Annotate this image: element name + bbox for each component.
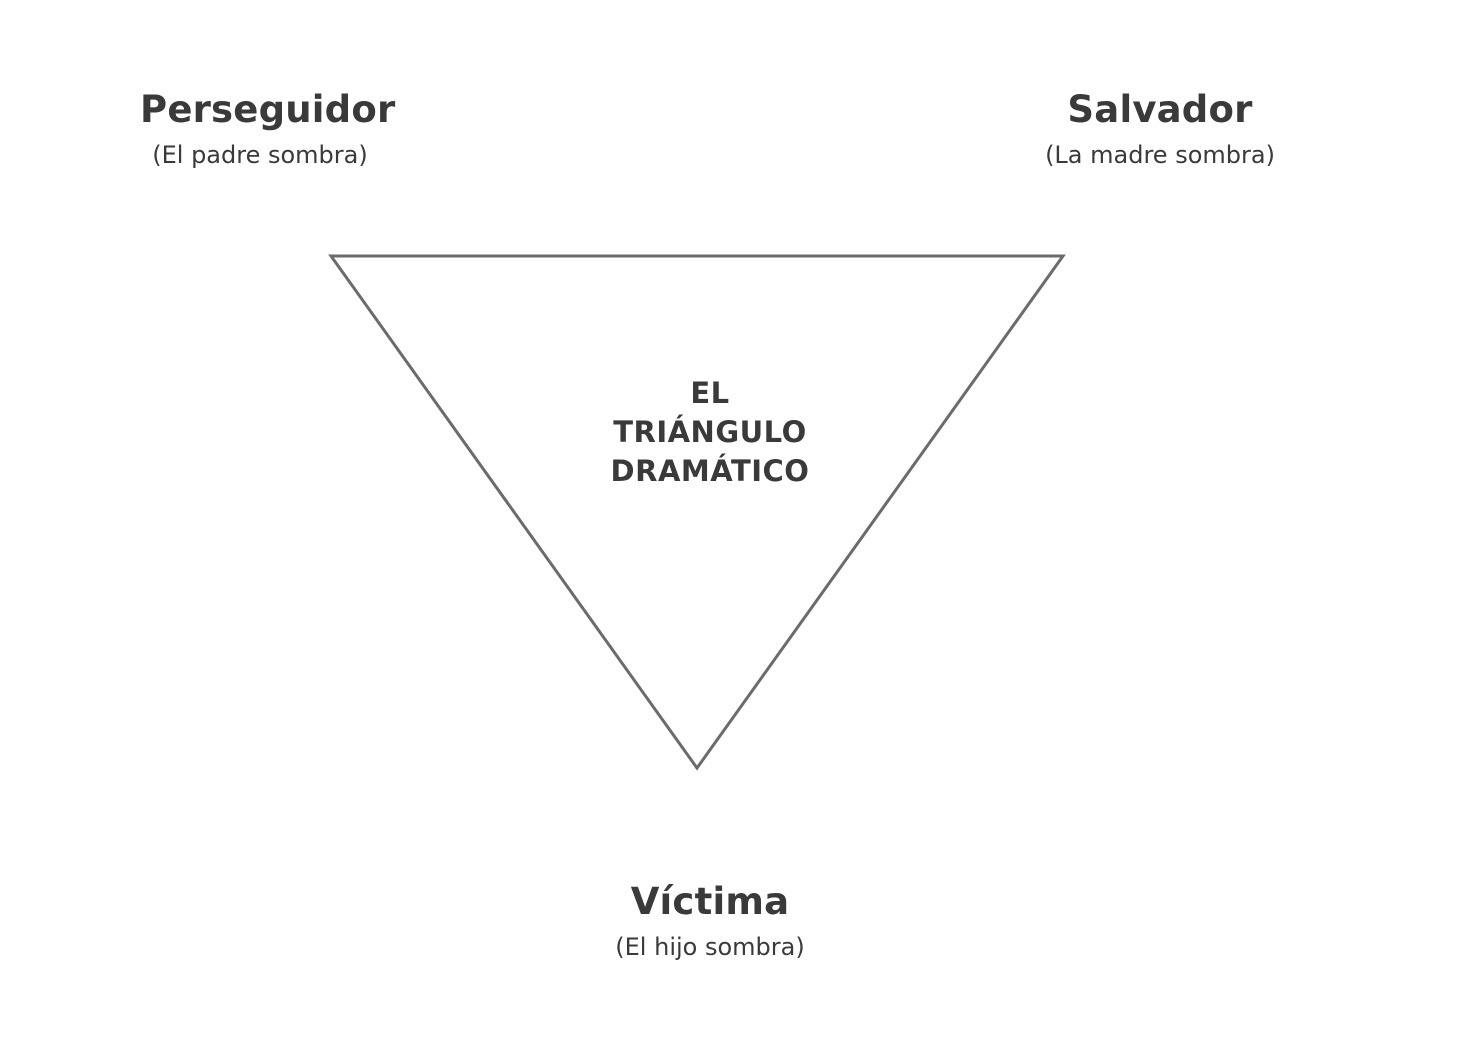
victim-title: Víctima [630, 880, 790, 923]
persecutor-title: Perseguidor [140, 88, 396, 131]
center-title-line-2: TRIÁNGULO [613, 415, 807, 449]
center-title-line-1: EL [690, 376, 730, 410]
role-persecutor: Perseguidor (El padre sombra) [140, 88, 396, 170]
role-rescuer: Salvador (La madre sombra) [1040, 88, 1280, 170]
rescuer-subtitle: (La madre sombra) [1045, 141, 1275, 169]
persecutor-subtitle: (El padre sombra) [152, 141, 368, 169]
center-title-line-3: DRAMÁTICO [610, 454, 810, 488]
victim-subtitle: (El hijo sombra) [615, 933, 805, 961]
role-victim: Víctima (El hijo sombra) [600, 880, 820, 962]
rescuer-title: Salvador [1067, 88, 1253, 131]
diagram-center-title: EL TRIÁNGULO DRAMÁTICO [560, 374, 860, 491]
